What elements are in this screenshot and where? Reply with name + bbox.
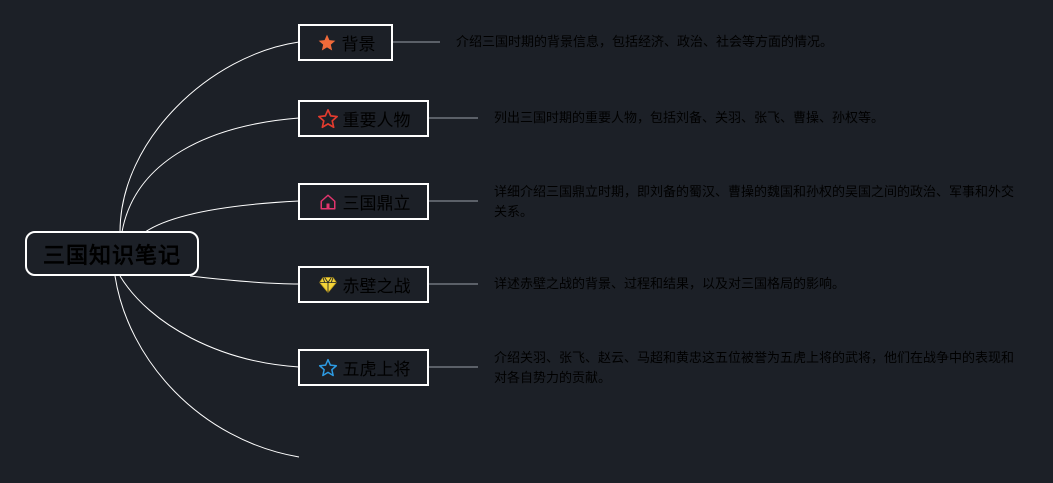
star-filled-icon <box>316 32 338 54</box>
topic-description: 介绍三国时期的背景信息，包括经济、政治、社会等方面的情况。 <box>456 35 834 50</box>
topic-three-kingdoms[interactable]: 三国鼎立 <box>298 183 429 220</box>
connector-line-6 <box>114 275 300 458</box>
topic-description: 详述赤壁之战的背景、过程和结果，以及对三国格局的影响。 <box>494 277 846 292</box>
star-outline-icon <box>317 108 339 130</box>
topic-description: 介绍关羽、张飞、赵云、马超和黄忠这五位被誉为五虎上将的武将，他们在战争中的表现和… <box>494 351 1015 386</box>
connector-line-3 <box>144 200 300 233</box>
topic-label: 三国鼎立 <box>342 194 411 214</box>
topic-label: 背景 <box>341 35 376 55</box>
topic-label: 重要人物 <box>342 111 411 131</box>
topic-red-cliffs[interactable]: 赤壁之战 <box>298 266 429 303</box>
topic-background[interactable]: 背景 <box>298 24 393 61</box>
star-outline-icon <box>317 357 339 379</box>
root-node[interactable]: 三国知识笔记 <box>25 231 199 276</box>
topic-label: 赤壁之战 <box>342 277 411 297</box>
topic-description: 详细介绍三国鼎立时期，即刘备的蜀汉、曹操的魏国和孙权的吴国之间的政治、军事和外交… <box>494 185 1015 220</box>
connector-line-1 <box>119 41 300 233</box>
topic-five-tiger-generals[interactable]: 五虎上将 <box>298 349 429 386</box>
root-node-label: 三国知识笔记 <box>42 243 181 269</box>
topic-label: 五虎上将 <box>342 360 411 380</box>
connector-line-4 <box>189 275 300 285</box>
topic-description: 列出三国时期的重要人物，包括刘备、关羽、张飞、曹操、孙权等。 <box>494 111 885 126</box>
connector-line-5 <box>119 275 300 368</box>
topic-important-people[interactable]: 重要人物 <box>298 100 429 137</box>
connector-line-2 <box>121 117 300 233</box>
diamond-icon <box>317 274 339 296</box>
house-icon <box>317 191 339 213</box>
